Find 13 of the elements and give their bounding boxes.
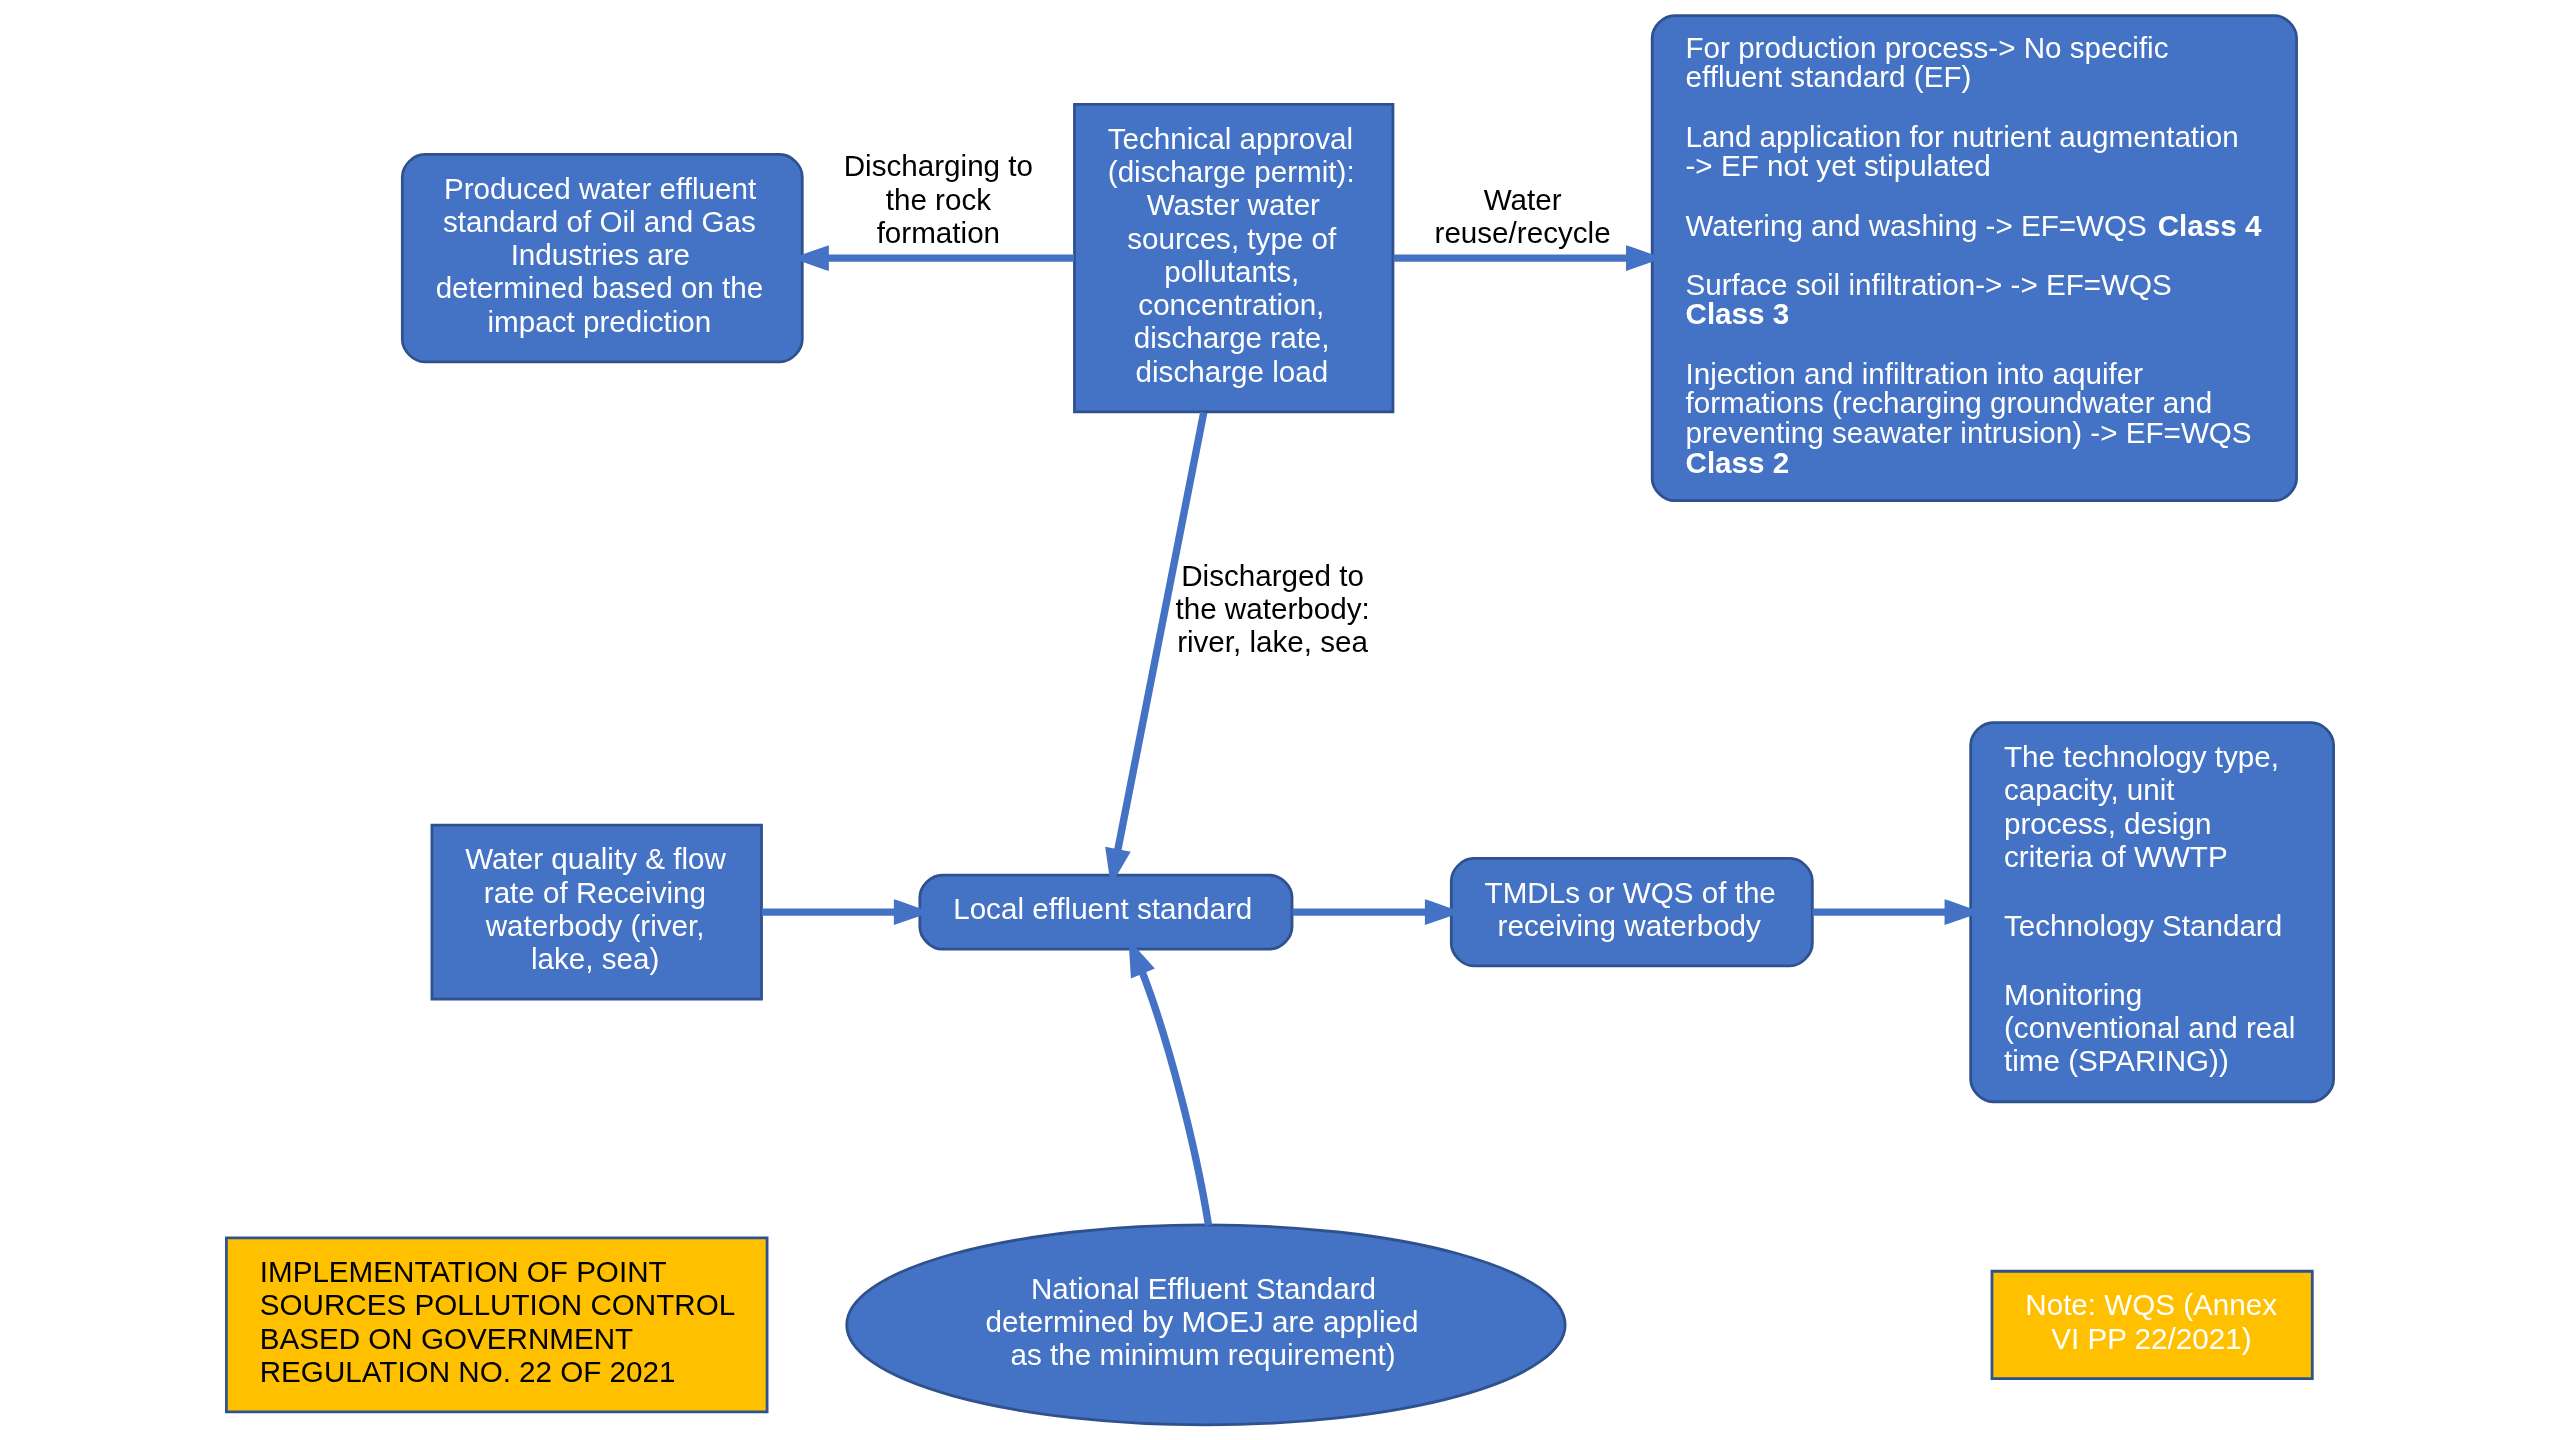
node-box: Technical approval (discharge permit): Waster water sources, type of pollutants, concentration, discharge rate, discharge load — [1073, 103, 1395, 414]
node-box: The technology type, capacity, unit process, design criteria of WWTP Technology Standard Monitoring (conventional and real time (SPARING)) — [1969, 721, 2335, 1104]
edge-label: Discharging to the rock formation — [843, 149, 1034, 249]
node-ellipse: National Effluent Standard determined by MOEJ are applied as the minimum requirement) — [845, 1223, 1567, 1427]
node-box: Produced water effluent standard of Oil and Gas Industries are determined based on the impact prediction — [400, 153, 804, 364]
edge-label: Water reuse/recycle — [1434, 182, 1611, 249]
node-box: Water quality & flow rate of Receiving waterbody (river, lake, sea) — [430, 823, 763, 1001]
edge-label: Discharged to the waterbody: river, lake, sea — [1175, 558, 1370, 659]
node-box: Note: WQS (Annex VI PP 22/2021) — [1990, 1269, 2314, 1381]
node-box: Local effluent standard — [918, 873, 1294, 951]
node-box: TMDLs or WQS of the receiving waterbody — [1449, 857, 1814, 968]
node-box: For production process-> No specific effluent standard (EF) Land application for nutrient augmentation -> EF not yet stipulated Watering and washing -> EF=WQS Class 4 Surface soil infiltration-> -> EF=WQS Class 3 Injection and infiltration into aquifer formations (recharging groundwater and preventing seawater intrusion) -> EF=WQS Class 2 — [1650, 14, 2298, 503]
node-box: IMPLEMENTATION OF POINT SOURCES POLLUTION CONTROL BASED ON GOVERNMENT REGULATION NO. 22 OF 2021 — [225, 1236, 769, 1414]
